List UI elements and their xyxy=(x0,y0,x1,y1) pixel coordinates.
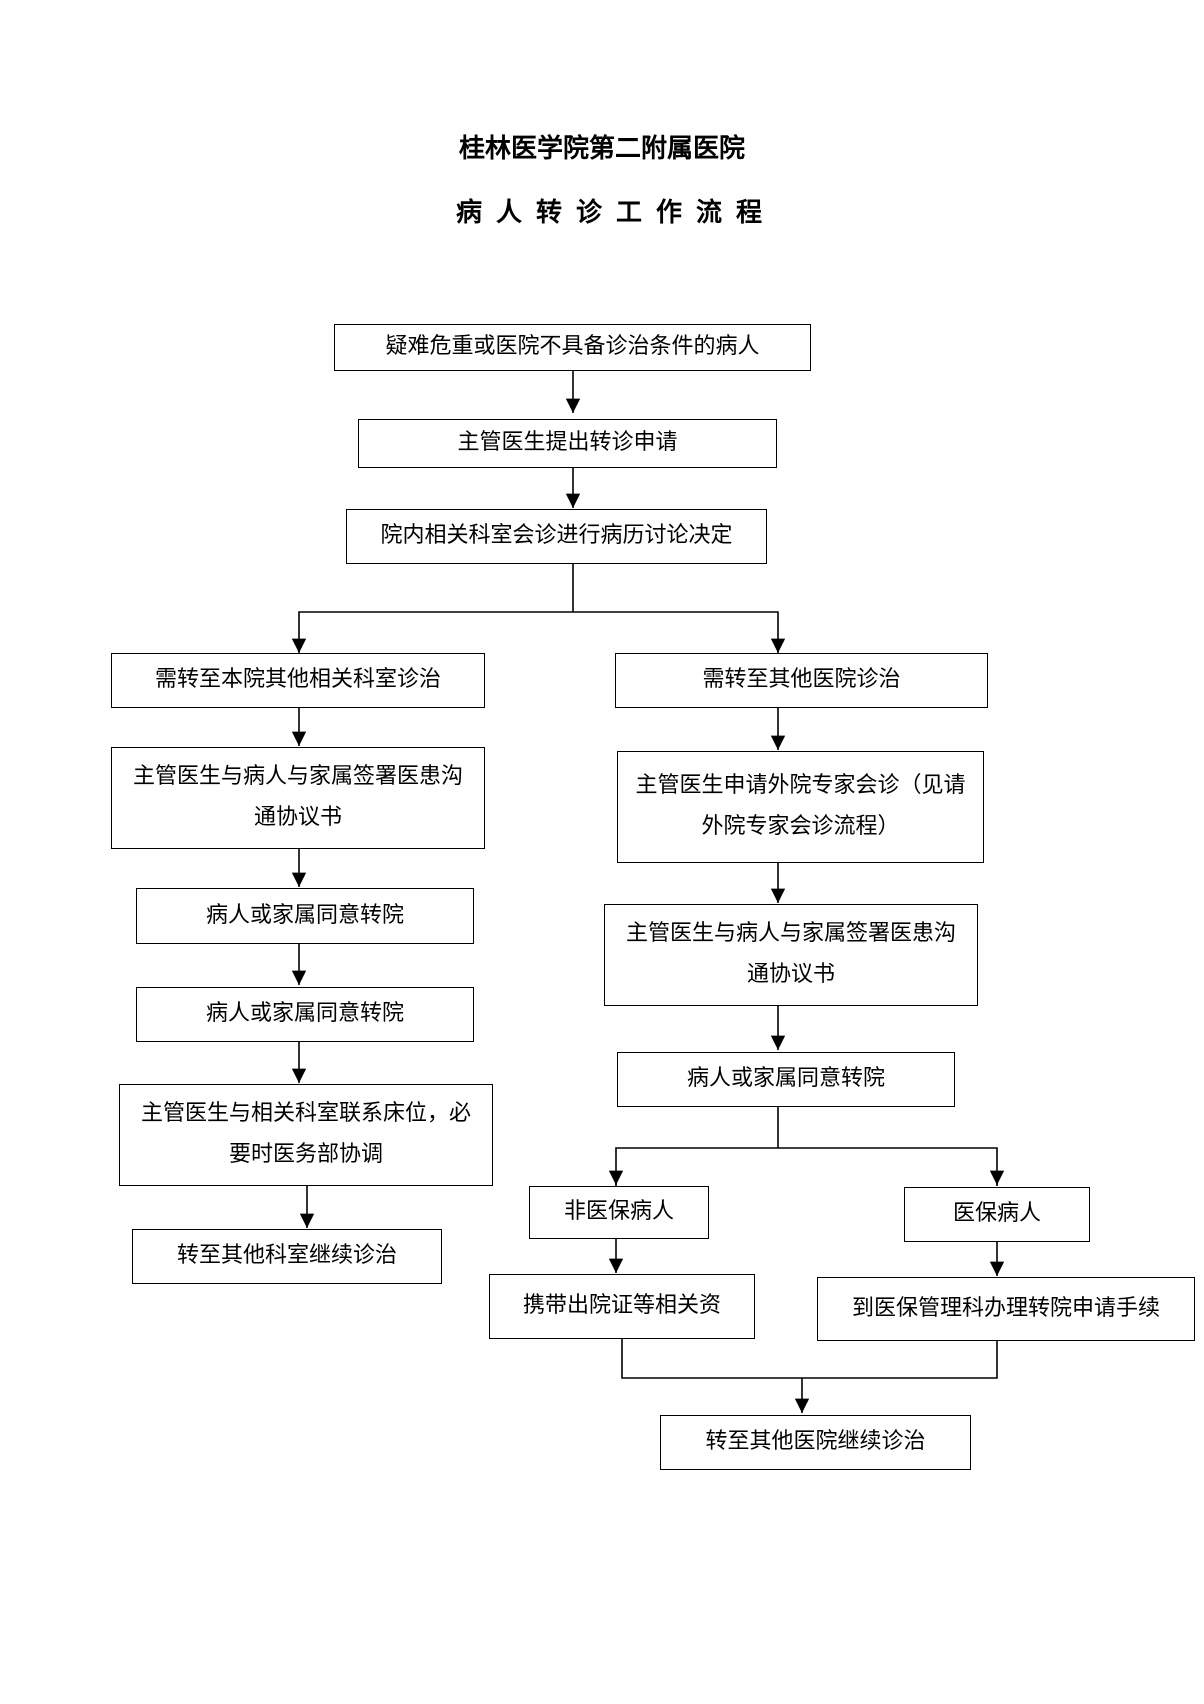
non-insured-step-box: 携带出院证等相关资 xyxy=(489,1274,755,1339)
insured-step-box: 到医保管理科办理转院申请手续 xyxy=(817,1277,1195,1341)
left-contact-box: 主管医生与相关科室联系床位，必要时医务部协调 xyxy=(119,1084,493,1186)
right-agree-box: 病人或家属同意转院 xyxy=(617,1052,955,1107)
document-title: 桂林医学院第二附属医院 xyxy=(458,134,745,164)
split-connector xyxy=(298,611,779,652)
left-end-box: 转至其他科室继续诊治 xyxy=(132,1229,442,1284)
non-insured-box: 非医保病人 xyxy=(529,1186,709,1239)
final-box: 转至其他医院继续诊治 xyxy=(660,1415,971,1470)
insured-box: 医保病人 xyxy=(904,1187,1090,1242)
left-agree-box-2: 病人或家属同意转院 xyxy=(136,987,474,1042)
merge-connector xyxy=(621,1338,998,1379)
left-branch-box: 需转至本院其他相关科室诊治 xyxy=(111,653,485,708)
right-sign-box: 主管医生与病人与家属签署医患沟通协议书 xyxy=(604,904,978,1006)
right-branch-box: 需转至其他医院诊治 xyxy=(615,653,988,708)
apply-box: 主管医生提出转诊申请 xyxy=(358,419,777,468)
right-expert-box: 主管医生申请外院专家会诊（见请外院专家会诊流程） xyxy=(617,751,984,863)
document-subtitle: 病人转诊工作流程 xyxy=(455,198,776,228)
left-sign-box: 主管医生与病人与家属签署医患沟通协议书 xyxy=(111,747,485,849)
consult-box: 院内相关科室会诊进行病历讨论决定 xyxy=(346,509,767,564)
start-box: 疑难危重或医院不具备诊治条件的病人 xyxy=(334,324,811,371)
left-agree-box-1: 病人或家属同意转院 xyxy=(136,888,474,944)
insurance-split-connector xyxy=(615,1147,998,1186)
